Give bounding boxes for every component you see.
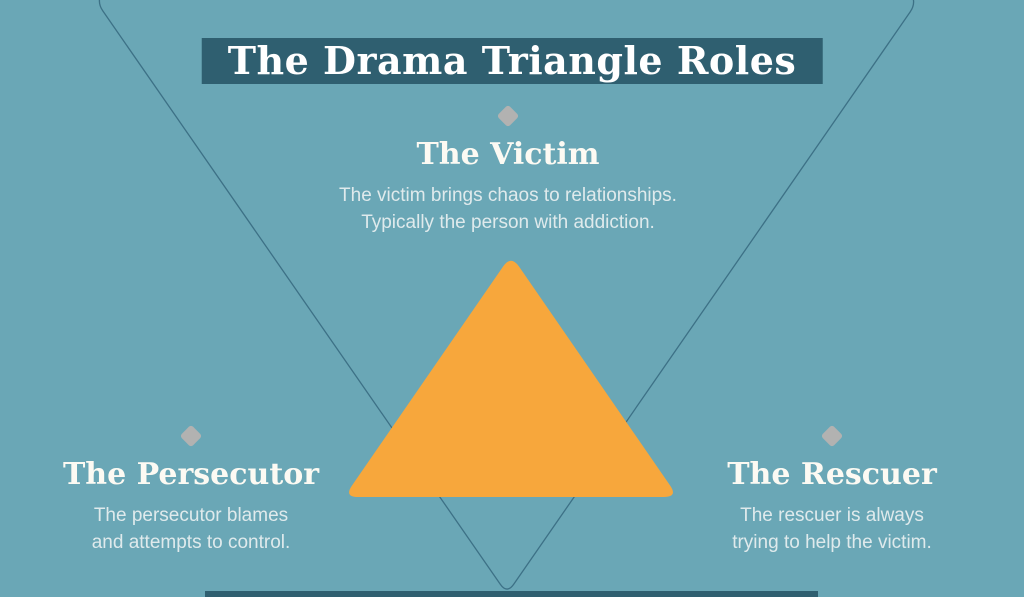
role-rescuer-description: The rescuer is always trying to help the… [662, 502, 1002, 556]
role-victim: The Victim The victim brings chaos to re… [248, 104, 768, 236]
role-victim-title: The Victim [416, 137, 600, 172]
role-victim-desc-line2: Typically the person with addiction. [361, 212, 655, 233]
diamond-marker-icon [820, 424, 844, 448]
diamond-marker-icon [496, 104, 520, 128]
role-persecutor-title: The Persecutor [62, 457, 320, 492]
role-persecutor-desc-line1: The persecutor blames [93, 505, 289, 526]
role-persecutor-desc-line2: and attempts to control. [91, 532, 291, 553]
page-title: The Drama Triangle Roles [227, 38, 797, 83]
title-banner: The Drama Triangle Roles [201, 38, 823, 84]
diamond-marker-icon [179, 424, 203, 448]
role-rescuer-title: The Rescuer [727, 457, 937, 492]
role-victim-desc-line1: The victim brings chaos to relationships… [339, 185, 677, 206]
role-persecutor: The Persecutor The persecutor blames and… [21, 424, 361, 556]
role-persecutor-description: The persecutor blames and attempts to co… [21, 502, 361, 556]
role-victim-description: The victim brings chaos to relationships… [248, 182, 768, 236]
bottom-accent-bar [205, 591, 818, 597]
role-rescuer: The Rescuer The rescuer is always trying… [662, 424, 1002, 556]
role-rescuer-desc-line1: The rescuer is always [740, 505, 924, 526]
role-rescuer-desc-line2: trying to help the victim. [732, 532, 932, 553]
